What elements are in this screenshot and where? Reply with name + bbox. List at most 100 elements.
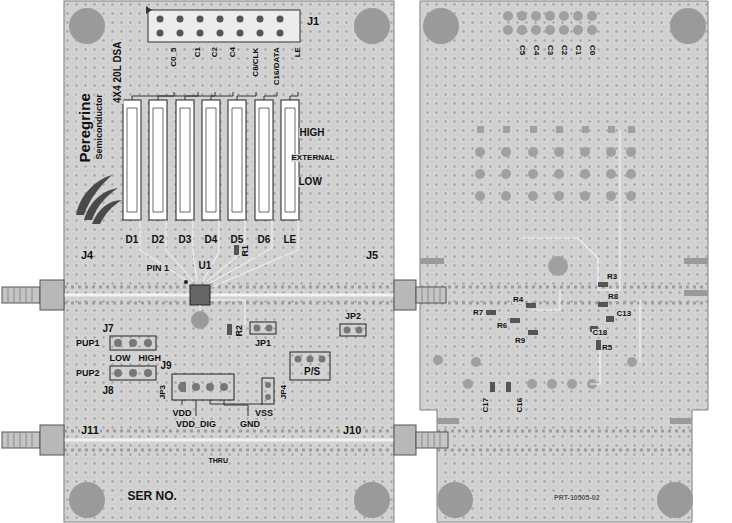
header-pins: [157, 16, 284, 37]
via-fence: [437, 430, 692, 433]
sma-body: [40, 280, 64, 310]
mounting-hole: [670, 8, 706, 44]
pin: [295, 356, 302, 363]
silkscreen-label: R6: [496, 322, 508, 330]
silkscreen-label: C1: [194, 46, 202, 58]
mounting-hole: [437, 482, 473, 518]
pad: [471, 357, 481, 367]
resistor: [227, 324, 232, 335]
silkscreen-label: C16: [516, 397, 524, 414]
edge-pad: [437, 418, 459, 424]
silkscreen-label: J11: [80, 425, 100, 437]
leader-lines: [132, 92, 298, 100]
switch-blocks: [123, 100, 299, 220]
rf-traces: [64, 287, 394, 450]
silkscreen-label: C5: [518, 44, 526, 56]
silkscreen-label: 4X4 20L DSA: [113, 40, 124, 104]
pin1-marker: [146, 6, 152, 14]
pad: [559, 11, 569, 21]
silkscreen-label: PIN 1: [146, 264, 171, 273]
silkscreen-label: LE: [283, 235, 298, 246]
sma-connectors: [2, 280, 448, 455]
back-pads: [433, 11, 637, 389]
pad: [580, 169, 590, 179]
silkscreen-label: R2: [235, 323, 244, 337]
pin: [237, 30, 244, 37]
silkscreen-label: C8/CLK: [252, 46, 260, 77]
via-fence: [64, 302, 394, 305]
pin: [344, 327, 351, 334]
silkscreen-label: PRT-10505-02: [553, 494, 601, 501]
silkscreen-label: R9: [514, 337, 526, 345]
via: [548, 256, 568, 276]
via-fence: [420, 302, 708, 305]
pad: [503, 126, 510, 133]
pad: [606, 147, 616, 157]
silkscreen-label: C18: [592, 329, 609, 337]
pin: [144, 369, 152, 377]
rf-traces-back: [420, 258, 708, 450]
pad: [433, 355, 443, 365]
silkscreen-label: J7: [102, 324, 115, 335]
dsa-chip: [190, 285, 210, 305]
pad: [582, 126, 589, 133]
rf-trace: [64, 294, 190, 297]
pad: [554, 169, 564, 179]
pin: [129, 369, 137, 377]
silkscreen-label: C17: [482, 397, 490, 414]
mounting-hole: [354, 8, 390, 44]
silkscreen-label: VSS: [254, 409, 274, 418]
silkscreen-label: C2: [560, 44, 568, 56]
pad: [556, 126, 563, 133]
jumpers: [110, 322, 366, 416]
dc-traces: [200, 295, 255, 325]
via-fence: [64, 286, 394, 289]
switch: [228, 100, 246, 220]
pin: [129, 339, 137, 347]
pad: [547, 379, 557, 389]
silkscreen-label: PUP1: [75, 339, 101, 348]
pin-header: [148, 10, 300, 42]
switch-inner: [127, 108, 295, 212]
silkscreen-label: C4: [532, 44, 540, 56]
pin: [197, 30, 204, 37]
silkscreen-label: C0: [588, 44, 596, 56]
edge-pad: [420, 258, 444, 264]
silkscreen-label: C1: [574, 44, 582, 56]
pin: [177, 30, 184, 37]
pad: [503, 25, 513, 35]
pad: [501, 169, 511, 179]
pin: [217, 30, 224, 37]
silkscreen-label: C2: [211, 46, 219, 58]
pin: [144, 339, 152, 347]
pin: [114, 339, 122, 347]
switch: [176, 100, 194, 220]
resistor: [234, 244, 239, 255]
silkscreen-label: LE: [294, 46, 302, 58]
silkscreen-label: Peregrine: [76, 92, 92, 163]
pin: [277, 16, 284, 23]
pad: [531, 25, 541, 35]
silkscreen-label: JP4: [280, 384, 288, 400]
silkscreen-label: EXTERNAL: [291, 154, 336, 162]
pin: [356, 327, 363, 334]
smd-part: [506, 382, 511, 392]
silkscreen-label: P/S: [303, 367, 321, 378]
smd-part: [598, 302, 608, 307]
silkscreen-label: LOW: [298, 177, 323, 188]
silkscreen-label: VDD: [172, 409, 193, 418]
silkscreen-label: J1: [306, 16, 320, 28]
pad: [626, 191, 636, 201]
pad: [503, 11, 513, 21]
edge-pad: [684, 258, 708, 264]
silkscreen-label: JP1: [254, 339, 272, 348]
pin: [220, 383, 228, 391]
logo-mark: [76, 175, 122, 224]
pad: [528, 169, 538, 179]
pad: [501, 147, 511, 157]
switch: [255, 100, 273, 220]
mounting-hole: [69, 8, 105, 44]
silkscreen-label: JP3: [159, 384, 167, 400]
silkscreen-label: C16/DATA: [273, 46, 281, 86]
smd-part: [606, 316, 614, 322]
